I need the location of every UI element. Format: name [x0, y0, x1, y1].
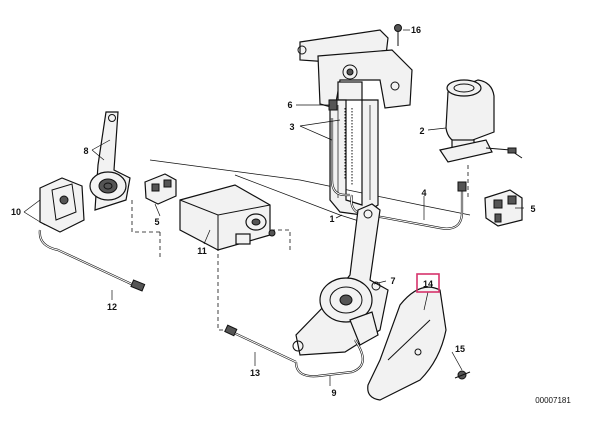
fitting-6: [328, 99, 338, 111]
trim-cover-14: [367, 286, 447, 401]
electric-motor-2: [439, 79, 523, 163]
callout-11[interactable]: 11: [197, 246, 207, 256]
callout-13[interactable]: 13: [250, 368, 260, 378]
screw-15: [454, 370, 471, 380]
callout-1[interactable]: 1: [329, 214, 334, 224]
callout-2[interactable]: 2: [419, 126, 424, 136]
highlight-box-part-14: [416, 273, 440, 293]
callout-7[interactable]: 7: [390, 276, 395, 286]
drive-cable-3: [330, 108, 353, 197]
gear-housing-10: [39, 177, 85, 233]
callout-12[interactable]: 12: [107, 302, 117, 312]
electric-motor-11: [179, 184, 276, 251]
callout-3[interactable]: 3: [289, 122, 294, 132]
switch-5-left: [144, 173, 177, 205]
callout-16[interactable]: 16: [411, 25, 421, 35]
callout-10[interactable]: 10: [11, 207, 21, 217]
upper-mounting-bracket: [297, 29, 413, 109]
callout-4[interactable]: 4: [421, 188, 426, 198]
cable-12: [38, 229, 146, 292]
guide-rail: [329, 99, 379, 216]
backrest-hinge-7: [292, 203, 389, 356]
callout-6[interactable]: 6: [287, 100, 292, 110]
callout-5-left[interactable]: 5: [154, 217, 159, 227]
switch-5-right: [484, 189, 523, 227]
callout-9[interactable]: 9: [331, 388, 336, 398]
drive-cable-13: [224, 324, 297, 363]
callout-leaders: [23, 29, 524, 386]
screw-16: [394, 24, 402, 46]
drive-cable-4: [350, 181, 467, 230]
manual-crank-lever-8: [89, 111, 131, 211]
callout-15[interactable]: 15: [455, 344, 465, 354]
diagram-reference-number: 00007181: [535, 396, 571, 405]
drive-cable-9: [294, 339, 364, 378]
callout-5-right[interactable]: 5: [530, 204, 535, 214]
callout-14[interactable]: 14: [423, 279, 433, 289]
callout-labels: 1 2 3 4 5 5 6 7 8 9 10 11 12 13 14 15 16: [11, 25, 536, 398]
callout-8[interactable]: 8: [83, 146, 88, 156]
